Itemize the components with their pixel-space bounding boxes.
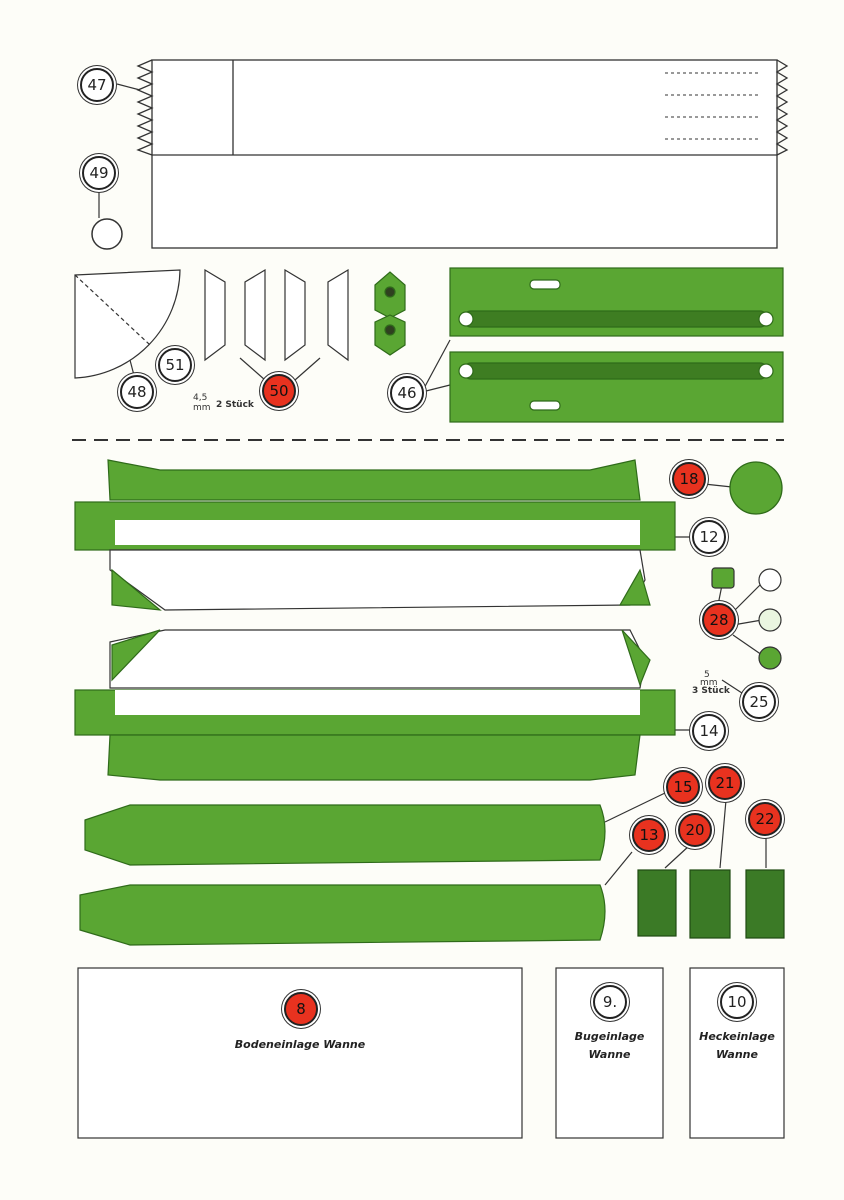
part-12-side [74, 459, 676, 611]
badge-28: 28 [702, 603, 736, 637]
part-25-unit: mm [700, 678, 718, 688]
part-50-unit: mm [193, 403, 211, 413]
badge-15: 15 [666, 770, 700, 804]
stern-insert-label-2: Wanne [716, 1048, 758, 1061]
inserts [77, 967, 785, 1139]
badge-51: 51 [158, 348, 192, 382]
badge-8: 8 [284, 992, 318, 1026]
badge-21: 21 [708, 766, 742, 800]
badge-49: 49 [82, 156, 116, 190]
bow-insert-label-2: Wanne [588, 1048, 631, 1061]
badge-12: 12 [692, 520, 726, 554]
badge-47: 47 [80, 68, 114, 102]
part-18-lid [729, 461, 783, 515]
part-48-quarter [74, 269, 181, 379]
part-49-washer [91, 218, 123, 250]
part-46-joiner [374, 271, 406, 356]
bottom-insert-label: Bodeneinlage Wanne [234, 1038, 366, 1051]
part-50-fins [204, 268, 349, 362]
stern-insert-label-1: Heckeinlage [699, 1030, 775, 1043]
badge-10: 10 [720, 985, 754, 1019]
part-46-plates [449, 267, 784, 423]
part-28-wheels [711, 567, 782, 670]
hatches [637, 869, 785, 939]
badge-22: 22 [748, 802, 782, 836]
badge-14: 14 [692, 714, 726, 748]
part-25-quantity: 3 Stück [692, 686, 730, 696]
badge-18: 18 [672, 462, 706, 496]
badge-9: 9. [593, 985, 627, 1019]
badge-48: 48 [120, 375, 154, 409]
part-25-dimension: 5 [704, 670, 710, 680]
badge-25: 25 [742, 685, 776, 719]
part-14-side [74, 629, 676, 781]
badge-20: 20 [678, 813, 712, 847]
badge-50: 50 [262, 374, 296, 408]
badge-46: 46 [390, 376, 424, 410]
badge-13: 13 [632, 818, 666, 852]
part-50-quantity: 2 Stück [216, 400, 254, 410]
part-50-dimension: 4,5 [193, 393, 208, 403]
part-47-strip [136, 59, 789, 249]
part-15-belt [84, 804, 606, 866]
bow-insert-label-1: Bugeinlage [574, 1030, 645, 1043]
part-13-belt [79, 884, 606, 946]
